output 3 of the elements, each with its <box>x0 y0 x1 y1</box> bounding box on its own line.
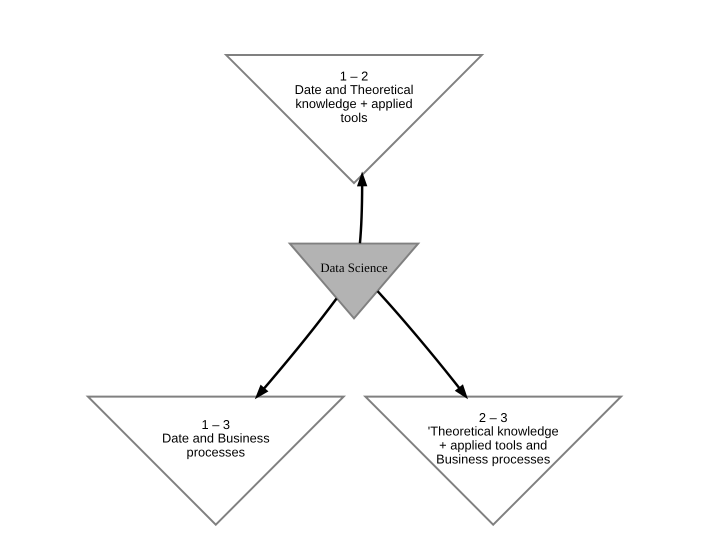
arrow <box>356 171 367 244</box>
arrow <box>376 290 468 400</box>
arrow <box>254 298 338 400</box>
